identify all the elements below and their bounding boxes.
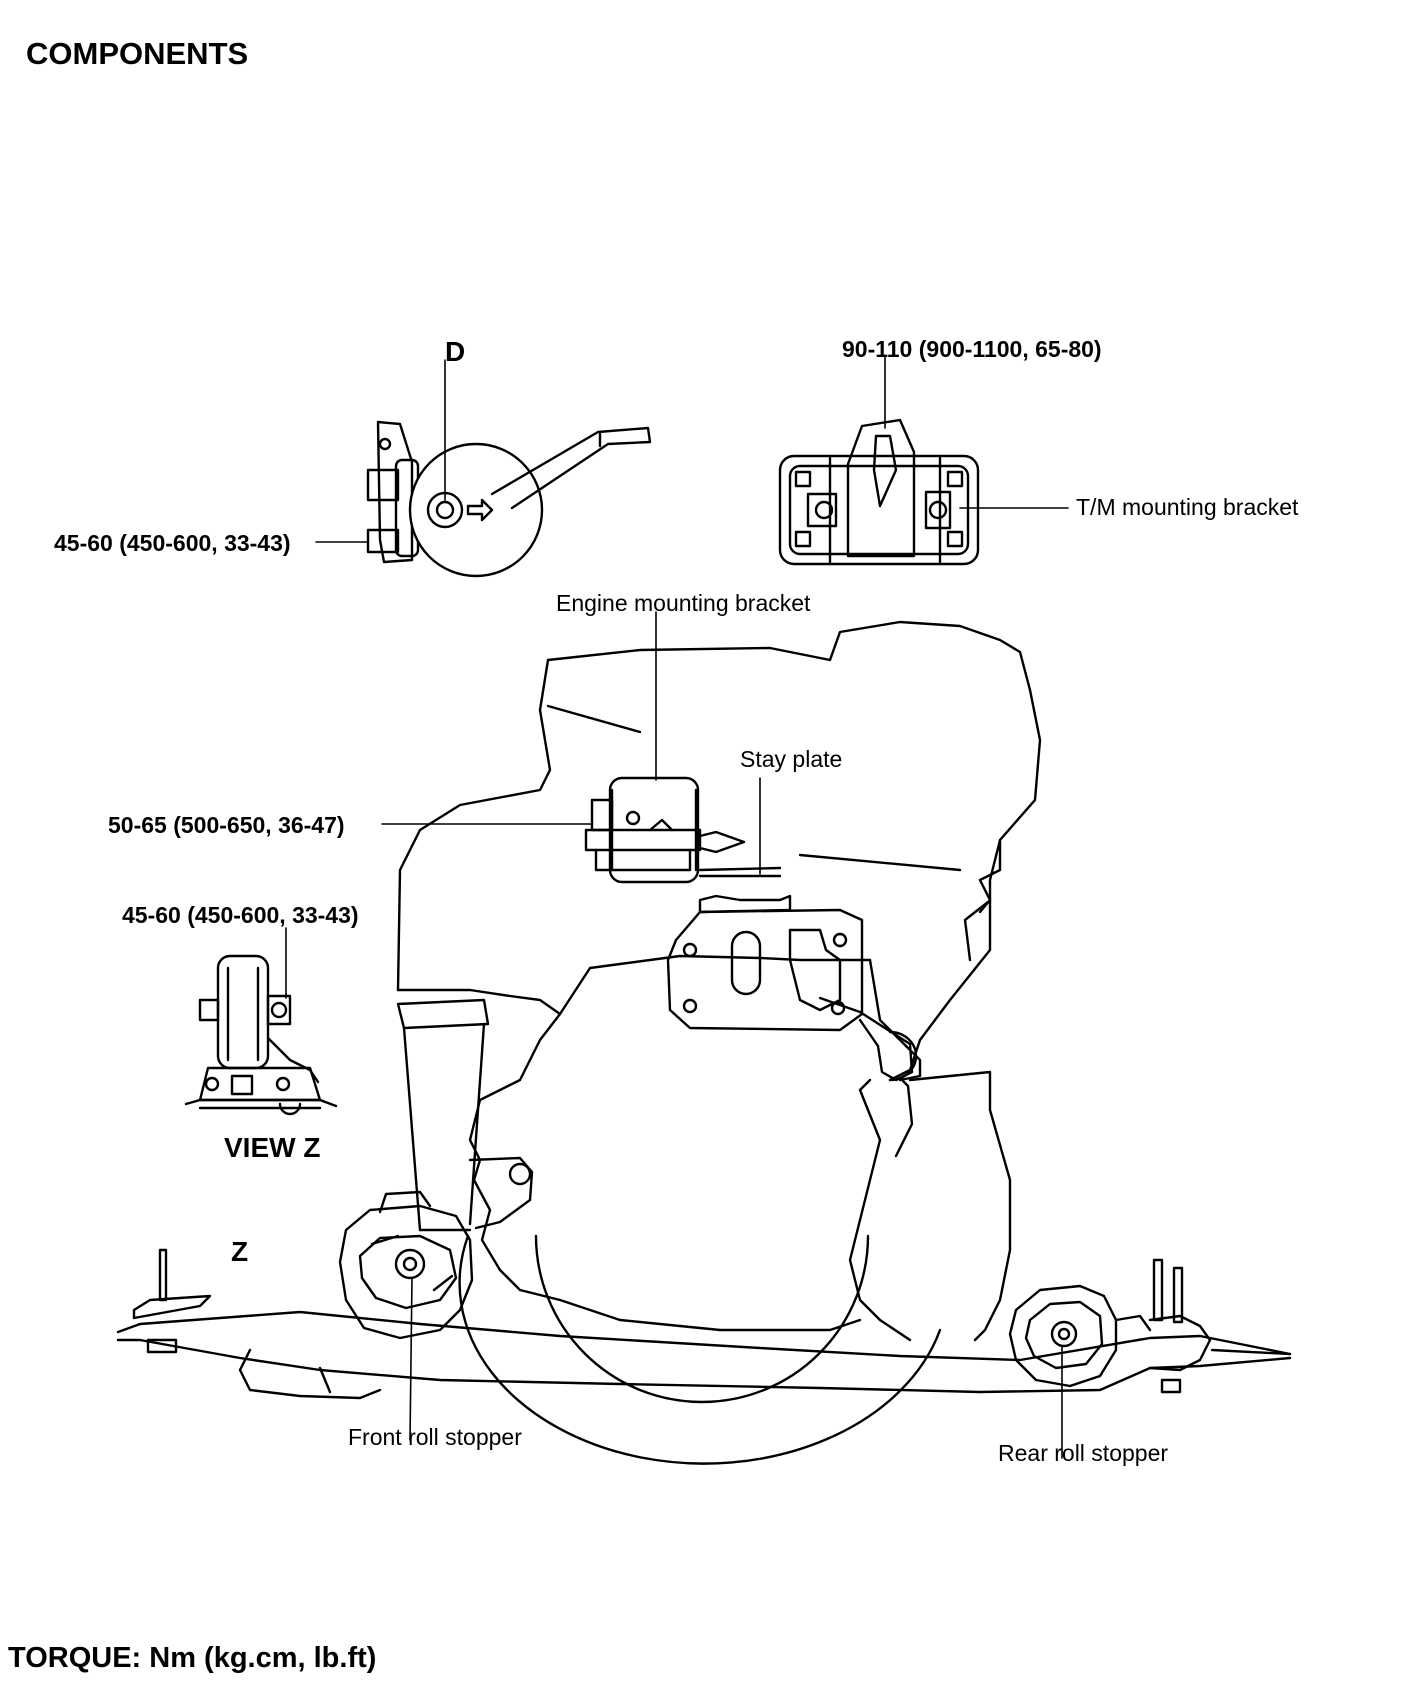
torque-label-detail-d: 45-60 (450-600, 33-43) <box>54 530 291 556</box>
rear-roll-stopper-label: Rear roll stopper <box>998 1440 1169 1466</box>
front-roll-stopper-part <box>338 1190 474 1340</box>
page-title: COMPONENTS <box>26 36 249 71</box>
view-z-label: VIEW Z <box>224 1132 321 1163</box>
stay-plate-part <box>666 894 918 1082</box>
subframe-crossmember <box>116 1248 1292 1400</box>
view-z-mount <box>184 954 338 1116</box>
detail-d-label: D <box>445 336 466 367</box>
z-marker-label: Z <box>231 1236 249 1267</box>
tm-mounting-bracket-label: T/M mounting bracket <box>1076 494 1299 520</box>
detail-d-mount <box>366 420 652 578</box>
torque-label-engine-bracket: 50-65 (500-650, 36-47) <box>108 812 345 838</box>
intake-support <box>396 998 534 1232</box>
engine-mounting-bracket-label: Engine mounting bracket <box>556 590 811 616</box>
stay-plate-label: Stay plate <box>740 746 843 772</box>
tm-mounting-bracket-part <box>778 418 980 566</box>
engine-mounting-bracket-part <box>584 776 782 884</box>
rear-roll-stopper-part <box>1008 1284 1152 1388</box>
torque-units-footer: TORQUE: Nm (kg.cm, lb.ft) <box>8 1642 377 1674</box>
torque-label-tm-top: 90-110 (900-1100, 65-80) <box>842 336 1102 362</box>
front-roll-stopper-label: Front roll stopper <box>348 1424 522 1450</box>
torque-label-view-z: 45-60 (450-600, 33-43) <box>122 902 359 928</box>
leader-lines <box>285 355 1069 1459</box>
engine-assembly <box>396 620 1042 1465</box>
